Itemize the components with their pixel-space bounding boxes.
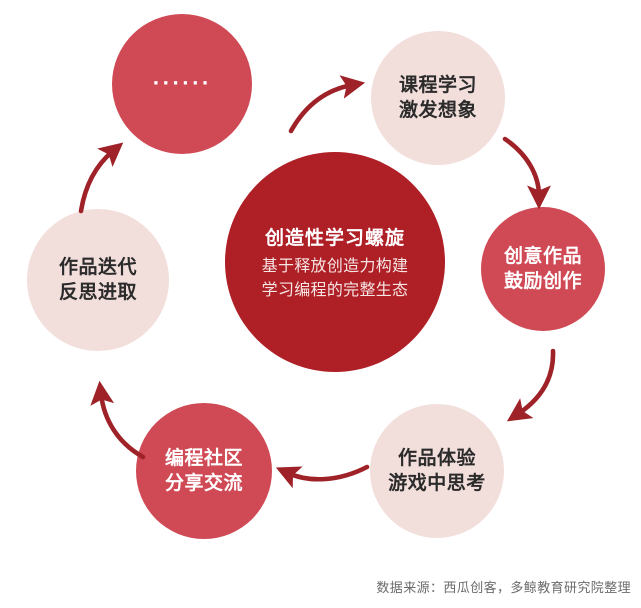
source-note: 数据来源：西瓜创客，多鲸教育研究院整理 — [376, 581, 631, 596]
arrow-work-iteration-to-more — [78, 142, 124, 214]
arrow-more-to-course-learning — [288, 75, 366, 134]
cycle-node-coding-community-line-2: 分享交流 — [164, 472, 243, 494]
cycle-node-work-iteration-line-1: 作品迭代 — [58, 255, 137, 278]
arrow-work-experience-to-coding-community — [275, 464, 370, 489]
center-hub-node: 创造性学习螺旋 基于释放创造力构建 学习编程的完整生态 — [225, 152, 445, 372]
cycle-node-work-iteration[interactable]: 作品迭代 反思进取 — [27, 209, 169, 351]
cycle-node-more-label: ······ — [152, 73, 212, 94]
arrow-creative-works-to-work-experience — [506, 348, 556, 422]
cycle-node-coding-community-line-1: 编程社区 — [164, 446, 243, 469]
cycle-node-creative-works-line-1: 创意作品 — [503, 244, 582, 267]
cycle-node-creative-works-line-2: 鼓励创作 — [503, 270, 582, 292]
cycle-node-work-experience-line-1: 作品体验 — [397, 446, 476, 469]
cycle-node-more[interactable]: ······ — [112, 14, 252, 154]
arrow-coding-community-to-work-iteration — [90, 380, 146, 460]
cycle-node-coding-community[interactable]: 编程社区 分享交流 — [136, 403, 272, 539]
center-hub-subtitle-line-2: 学习编程的完整生态 — [261, 279, 409, 299]
cycle-node-course-learning-line-1: 课程学习 — [398, 73, 477, 96]
arrow-course-learning-to-creative-works — [502, 136, 551, 210]
cycle-node-course-learning-line-2: 激发想象 — [398, 99, 477, 121]
center-hub-title: 创造性学习螺旋 — [264, 227, 405, 250]
cycle-node-course-learning[interactable]: 课程学习 激发想象 — [371, 31, 505, 165]
cycle-node-creative-works[interactable]: 创意作品 鼓励创作 — [481, 207, 605, 331]
cycle-node-work-experience-line-2: 游戏中思考 — [388, 472, 486, 494]
cycle-node-work-iteration-line-2: 反思进取 — [58, 281, 137, 303]
center-hub-subtitle-line-1: 基于释放创造力构建 — [261, 256, 409, 276]
cycle-node-work-experience[interactable]: 作品体验 游戏中思考 — [370, 404, 504, 538]
